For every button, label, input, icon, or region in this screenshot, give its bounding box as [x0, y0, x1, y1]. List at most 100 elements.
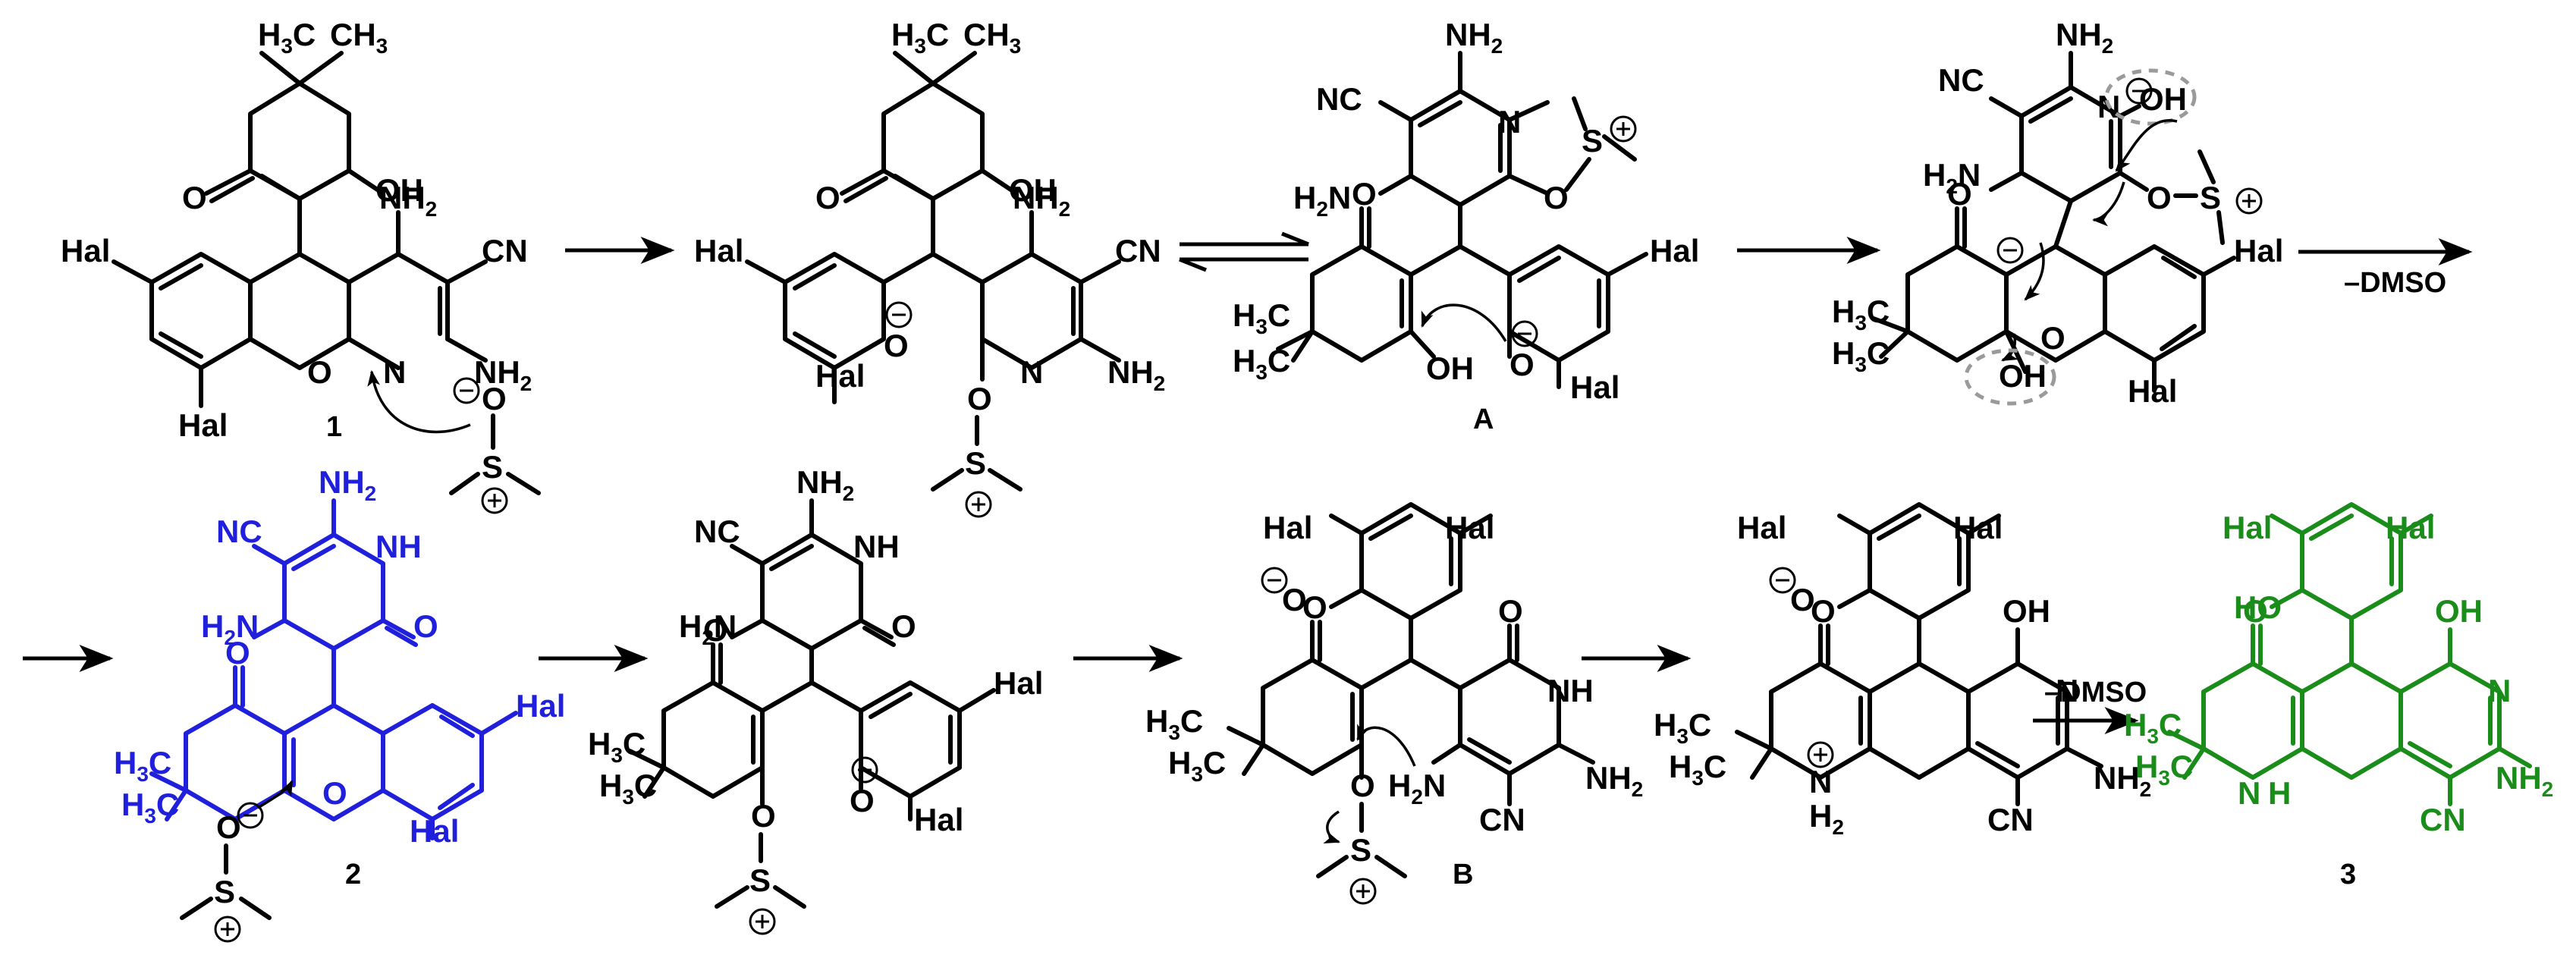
step-label-minus-dmso: –DMSO: [2044, 677, 2147, 708]
label-oxo: O: [182, 180, 207, 215]
label-nh2: NH2: [474, 354, 532, 395]
label-nh2: NH2: [2496, 760, 2553, 801]
compound-label-3: 3: [2340, 859, 2356, 890]
label-hal: Hal: [2223, 510, 2272, 545]
label-cn: CN: [482, 233, 528, 269]
label-h3c: H3C: [588, 726, 646, 767]
label-hal: Hal: [2386, 510, 2435, 545]
label-hal: Hal: [1263, 510, 1312, 545]
label-nh: NH: [375, 529, 422, 564]
label-oh: OH: [375, 172, 423, 208]
label-nh2: NH2: [1445, 17, 1503, 58]
label-nh: N: [2238, 775, 2260, 811]
label-h2n: H2N: [679, 608, 737, 649]
compound-label-A: A: [1473, 404, 1494, 435]
label-h3c: H3C: [2124, 707, 2182, 748]
label-o: O: [1350, 768, 1375, 803]
label-s: S: [749, 862, 771, 898]
intermediate-B: Hal Hal O O O NH NH2 H2N CN H3C H3C O S: [1145, 502, 1643, 905]
label-h: H2: [1809, 798, 1844, 839]
label-ho: HO: [2234, 589, 2282, 625]
label-o-minus: O: [1790, 582, 1815, 617]
label-hal: Hal: [994, 665, 1043, 701]
label-hal: Hal: [516, 688, 565, 724]
label-h2n: H2N: [1293, 180, 1351, 221]
label-s: S: [965, 445, 986, 481]
label-oxo: O: [1811, 593, 1836, 629]
label-n-ring: N: [2056, 673, 2078, 708]
label-o-ring: O: [307, 354, 332, 390]
label-h3c: H3C: [1654, 707, 1711, 748]
intermediate-enol-sulfonium: NH2 NC NH H2N O O H3C H3C O S O Hal Hal: [588, 464, 1043, 935]
label-h2n: H2N: [1388, 768, 1446, 809]
svg-text:S: S: [214, 874, 235, 909]
label-o-ring: O: [2040, 320, 2066, 356]
label-oxo: O: [703, 612, 728, 648]
label-o: O: [2147, 180, 2172, 215]
label-nh2-plus: N: [1809, 764, 1832, 799]
label-hal: Hal: [2234, 233, 2283, 269]
label-hal: Hal: [815, 358, 865, 394]
label-h: H: [2268, 775, 2291, 811]
label-nh: NH: [1547, 673, 1594, 708]
compound-2: NH2 NC NH H2N O O H3C H3C O Hal Hal: [114, 464, 565, 849]
compound-label-B: B: [1453, 859, 1473, 890]
label-hal: Hal: [1737, 510, 1786, 545]
label-h3c: H3C: [1168, 745, 1226, 786]
label-hal: Hal: [1953, 510, 2003, 545]
dmso-anion: O S: [180, 780, 294, 943]
label-hal: Hal: [1570, 369, 1619, 405]
label-o-minus: O: [1282, 582, 1307, 617]
label-h3c: H3C: [1669, 749, 1726, 790]
label-oh: OH: [1999, 358, 2047, 394]
label-n-ring: N: [383, 354, 406, 390]
label-hal: Hal: [1445, 510, 1494, 545]
intermediate-A: NH2 NC N H2N O S O H3C H3C OH Hal Hal O: [1233, 17, 1699, 405]
label-o-ring: O: [322, 775, 347, 811]
label-nh2: NH2: [319, 464, 376, 505]
label-h3c: H3C: [114, 745, 171, 786]
label-cn: CN: [1479, 802, 1525, 837]
label-oxo: O: [413, 608, 438, 644]
label-o: O: [967, 381, 992, 416]
compound-3: Hal Hal HO O OH N NH2 CN H3C H3C N H: [2124, 502, 2553, 837]
label-h3c: H3C: [599, 768, 657, 809]
label-o: O: [751, 798, 776, 834]
label-hal: Hal: [2128, 373, 2177, 409]
label-o-minus: O: [1509, 347, 1535, 382]
svg-text:O: O: [216, 809, 241, 845]
compound-label-2: 2: [345, 859, 361, 890]
label-h2n: H2N: [1923, 157, 1981, 198]
label-s: S: [1350, 832, 1371, 868]
label-oh: OH: [2435, 593, 2483, 629]
intermediate-hemiketal: NH2 NC N OH H2N O S O H3C H3C O OH Hal H…: [1832, 17, 2283, 409]
label-ch3: CH3: [963, 17, 1021, 58]
label-hal: Hal: [1650, 233, 1699, 269]
label-oxo: O: [1352, 176, 1377, 212]
label-nh2: NH2: [1107, 354, 1165, 395]
label-n-ring: N: [1498, 104, 1521, 140]
label-h3c: H3C: [1832, 294, 1890, 335]
label-o-minus: O: [884, 328, 909, 363]
intermediate-phenoxide: H3C CH3 O OH NH2 CN Hal Hal O N NH2 O S: [694, 17, 1165, 518]
label-h3c: H3C: [2135, 749, 2193, 790]
label-nh: NH: [853, 529, 900, 564]
label-hal: Hal: [410, 813, 459, 849]
label-oh: OH: [2139, 81, 2187, 117]
label-s: S: [2200, 180, 2221, 215]
label-o-minus: O: [850, 783, 875, 818]
label-oh: OH: [1426, 350, 1474, 386]
label-nc: NC: [694, 514, 740, 549]
label-oxo: O: [1498, 593, 1523, 629]
equilibrium-arrow: [1179, 231, 1309, 272]
label-ch3: H3C: [258, 17, 316, 58]
label-nc: NC: [1316, 81, 1362, 117]
label-nh2: NH2: [379, 180, 437, 221]
label-s: S: [482, 449, 503, 485]
label-n-ring: N: [1020, 354, 1043, 390]
step-label-minus-dmso: –DMSO: [2344, 267, 2446, 299]
label-h3c: H3C: [1233, 343, 1290, 384]
label-oxo: O: [2243, 593, 2268, 629]
intermediate-iminium: Hal Hal O O OH N NH2 CN H3C H3C N H2: [1654, 502, 2151, 839]
